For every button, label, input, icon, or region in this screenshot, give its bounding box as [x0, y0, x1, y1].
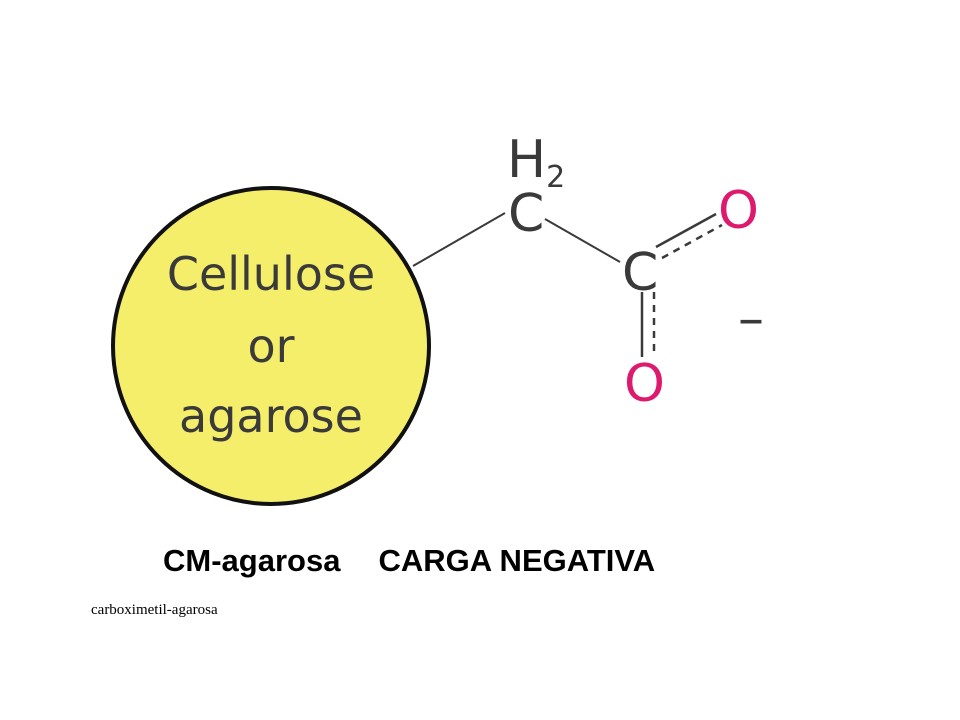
bond-bead-to-ch2 [412, 212, 506, 267]
atom-h2: H2 [507, 130, 565, 195]
bead-label-line-3: agarose [179, 389, 363, 443]
caption-charge: CARGA NEGATIVA [378, 543, 656, 578]
bead-label-line-1: Cellulose [167, 247, 375, 301]
atom-c-carboxyl: C [622, 243, 658, 303]
agarose-bead [111, 186, 431, 506]
atom-o-bottom: O [624, 354, 665, 414]
bond-ch2-to-carboxyl [544, 218, 621, 263]
bond-c-o-top-dashed [661, 223, 723, 260]
bead-label-line-2: or [247, 319, 294, 373]
caption-resin-name: CM-agarosa [163, 543, 341, 578]
atom-c-methylene: C [508, 184, 544, 244]
caption: CM-agarosa CARGA NEGATIVA [163, 543, 655, 579]
bond-c-o-top-solid [655, 212, 717, 249]
footnote: carboximetil-agarosa [91, 602, 218, 618]
negative-charge-sign: – [738, 289, 764, 349]
atom-o-top: O [718, 181, 759, 241]
